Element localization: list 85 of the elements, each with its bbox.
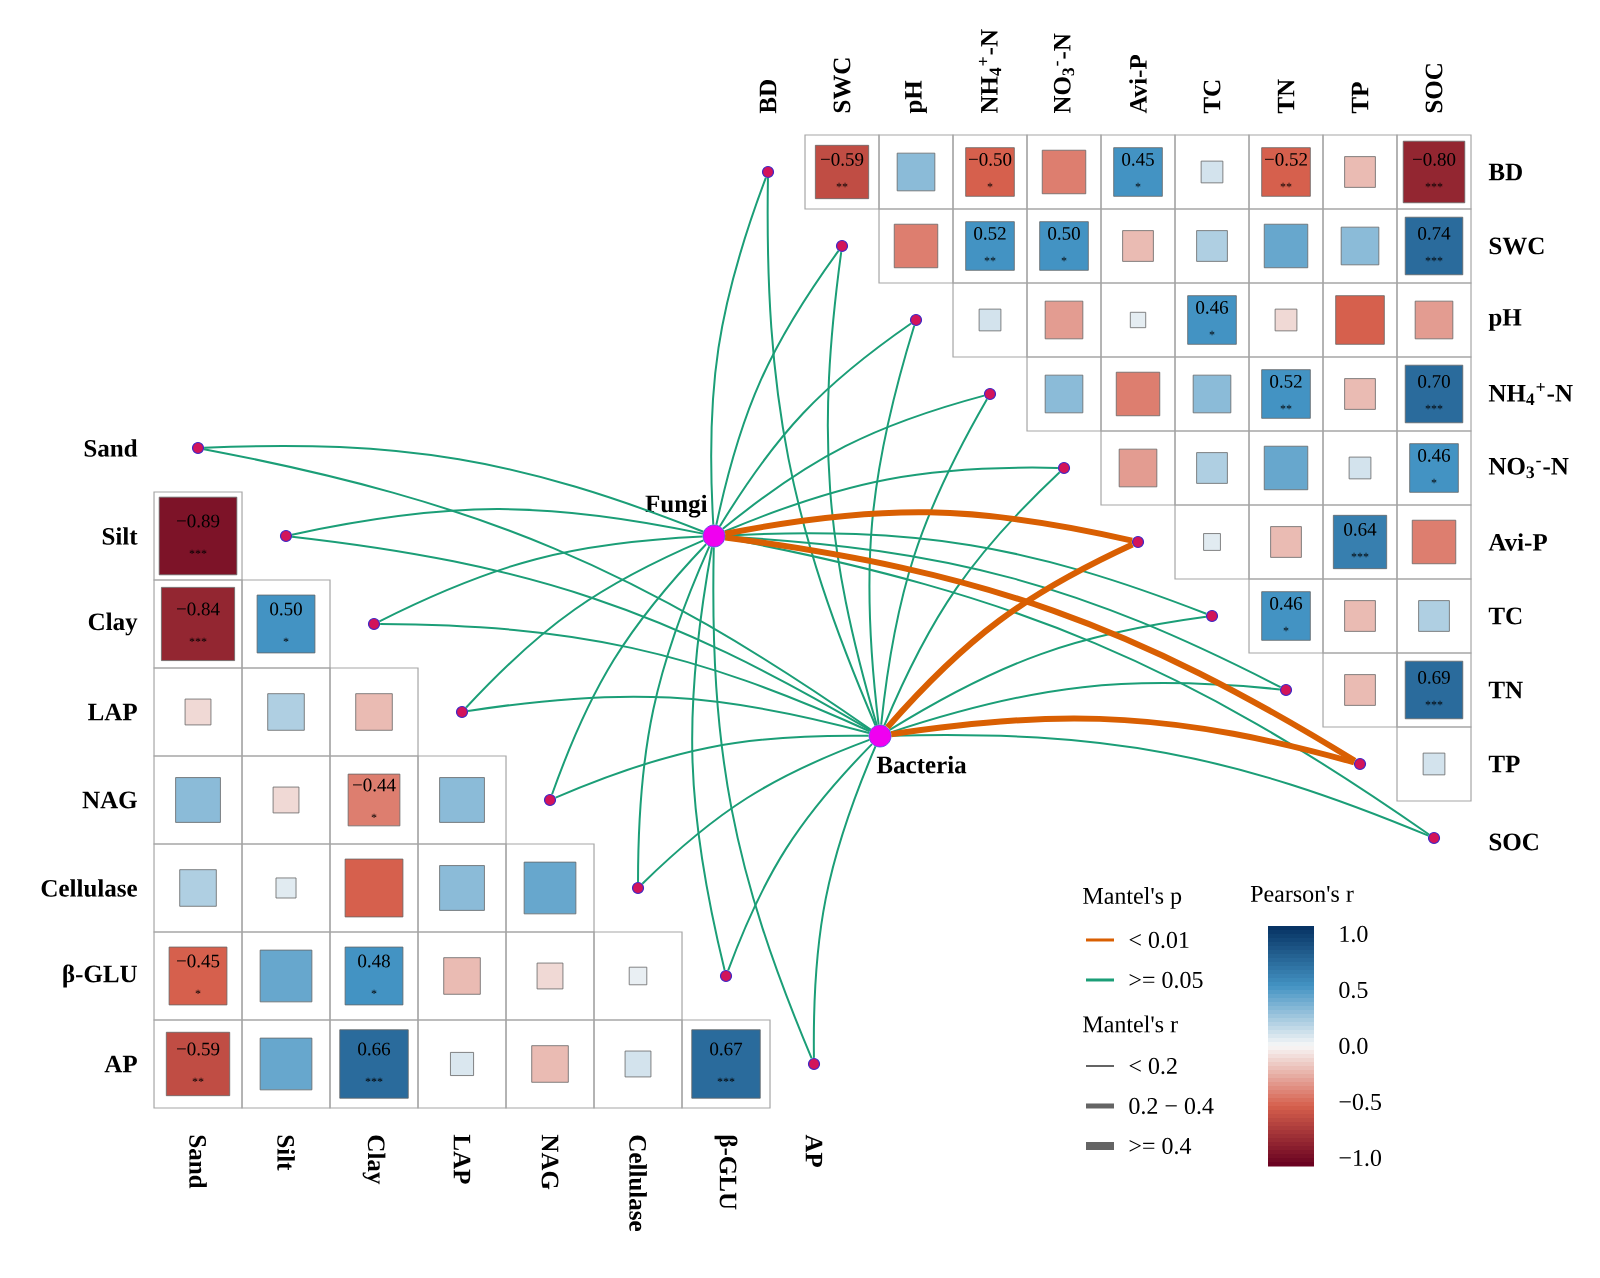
row-label: Avi-P bbox=[1488, 533, 1547, 551]
row-label: NO$_{3}$$^{-}$-N bbox=[1488, 457, 1569, 479]
column-label: Silt bbox=[277, 1135, 295, 1171]
mantel-line bbox=[890, 733, 1430, 837]
mantel-line bbox=[554, 734, 870, 799]
row-label: LAP bbox=[88, 703, 137, 721]
legend-item: < 0.01 bbox=[1086, 931, 1189, 949]
row-label: TN bbox=[1488, 681, 1523, 699]
mantel-line bbox=[812, 745, 877, 1059]
mantel-line bbox=[710, 176, 767, 526]
row-label: NH$_{4}$$^{+}$-N bbox=[1488, 382, 1573, 406]
mantel-line bbox=[291, 535, 872, 732]
legend-title: Mantel's p bbox=[1083, 887, 1182, 909]
tick-label: 0.0 bbox=[1339, 1037, 1368, 1055]
mantel-line bbox=[291, 508, 704, 536]
tick-label: 0.5 bbox=[1339, 981, 1368, 999]
column-label: NO$_{3}$$^{-}$-N bbox=[1053, 33, 1075, 114]
row-label: Clay bbox=[88, 612, 138, 636]
node-label: Bacteria bbox=[876, 755, 967, 774]
row-label: NAG bbox=[82, 791, 137, 809]
mantel-line bbox=[465, 539, 705, 709]
mantel-line bbox=[880, 398, 988, 726]
mantel-line bbox=[724, 534, 1357, 764]
column-label: TP bbox=[1351, 82, 1369, 114]
mantel-line bbox=[203, 445, 705, 533]
column-label: TC bbox=[1203, 80, 1221, 114]
row-label: BD bbox=[1488, 163, 1522, 181]
column-label: SOC bbox=[1425, 64, 1443, 113]
mantel-line bbox=[378, 535, 704, 623]
column-label: Clay bbox=[362, 1135, 386, 1185]
legend-title: Pearson's r bbox=[1250, 886, 1354, 902]
row-label: Sand bbox=[84, 439, 138, 457]
column-label: NH$_{4}$$^{+}$-N bbox=[978, 29, 1002, 114]
legend-item: < 0.2 bbox=[1085, 1057, 1177, 1075]
column-label: pH bbox=[905, 80, 927, 114]
mantel-line bbox=[712, 546, 813, 1060]
column-label: SWC bbox=[833, 58, 851, 113]
row-label: TP bbox=[1488, 755, 1520, 773]
row-label: pH bbox=[1488, 309, 1522, 331]
mantel-line bbox=[203, 448, 872, 731]
row-label: TC bbox=[1488, 607, 1522, 625]
node-label: Fungi bbox=[645, 494, 708, 518]
legend-title: Mantel's r bbox=[1083, 1015, 1178, 1033]
mantel-line bbox=[724, 509, 1133, 544]
mantel-line bbox=[715, 249, 840, 526]
legend-item: >= 0.4 bbox=[1086, 1137, 1192, 1155]
row-label: SWC bbox=[1489, 237, 1544, 255]
mantel-line bbox=[641, 738, 871, 885]
row-label: SOC bbox=[1489, 833, 1538, 851]
tick-label: 1.0 bbox=[1340, 925, 1368, 943]
row-label: Silt bbox=[102, 527, 138, 545]
row-label: Cellulase bbox=[41, 879, 137, 897]
mantel-line bbox=[379, 623, 871, 733]
mantel-line bbox=[826, 251, 878, 727]
column-label: β-GLU bbox=[714, 1135, 738, 1210]
column-label: LAP bbox=[453, 1134, 471, 1184]
mantel-line bbox=[691, 546, 726, 972]
column-label: AP bbox=[805, 1134, 823, 1167]
mantel-line bbox=[551, 543, 708, 796]
column-label: BD bbox=[759, 80, 777, 114]
column-label: Avi-P bbox=[1129, 55, 1147, 114]
mantel-line bbox=[868, 324, 916, 726]
column-label: Sand bbox=[189, 1135, 207, 1189]
row-label: β-GLU bbox=[63, 964, 137, 988]
row-label: AP bbox=[104, 1055, 137, 1073]
mantel-line bbox=[637, 545, 711, 883]
legend-item: >= 0.05 bbox=[1086, 971, 1203, 989]
column-label: TN bbox=[1277, 79, 1295, 114]
mantel-line bbox=[718, 322, 912, 528]
mantel-line bbox=[721, 394, 986, 530]
mantel-line bbox=[889, 681, 1281, 734]
mantel-line bbox=[885, 541, 1134, 730]
mantel-line bbox=[890, 715, 1355, 766]
legend-item: 0.2 − 0.4 bbox=[1086, 1097, 1214, 1115]
column-label: NAG bbox=[541, 1134, 559, 1190]
column-label: Cellulase bbox=[629, 1135, 647, 1231]
mantel-line bbox=[766, 177, 877, 727]
tick-label: −0.5 bbox=[1339, 1093, 1381, 1111]
mantel-line bbox=[724, 532, 1208, 615]
tick-label: −1.0 bbox=[1339, 1149, 1381, 1167]
mantel-line bbox=[467, 695, 870, 734]
mantel-line bbox=[727, 743, 873, 972]
mantel-line bbox=[723, 466, 1059, 533]
mantel-line bbox=[883, 471, 1061, 727]
mantel-line bbox=[888, 615, 1207, 731]
